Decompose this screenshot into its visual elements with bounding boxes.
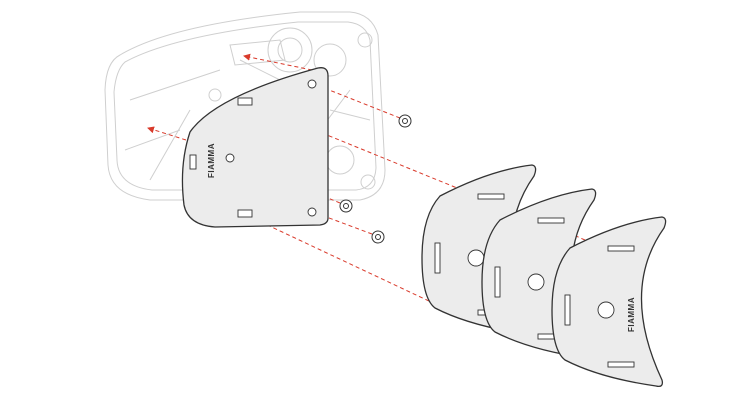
arrow-line	[243, 53, 313, 71]
screw-hole	[307, 79, 317, 89]
screw-hole	[307, 207, 317, 217]
curved-plate-3: FIAMMA	[551, 216, 667, 388]
arrow-line	[243, 213, 449, 311]
arrow-line	[245, 101, 463, 191]
brand-logo: FIAMMA	[207, 143, 216, 178]
screw	[339, 199, 353, 213]
clip-slot	[189, 154, 197, 170]
brand-logo: FIAMMA	[627, 297, 636, 332]
screw	[398, 114, 412, 128]
clip-slot	[237, 209, 253, 218]
housing-outline	[104, 11, 386, 201]
clip-slot	[237, 97, 253, 106]
screw-hole	[225, 153, 235, 163]
arrow-line	[147, 126, 187, 141]
cover-plate: FIAMMA	[181, 67, 329, 228]
screw	[371, 230, 385, 244]
